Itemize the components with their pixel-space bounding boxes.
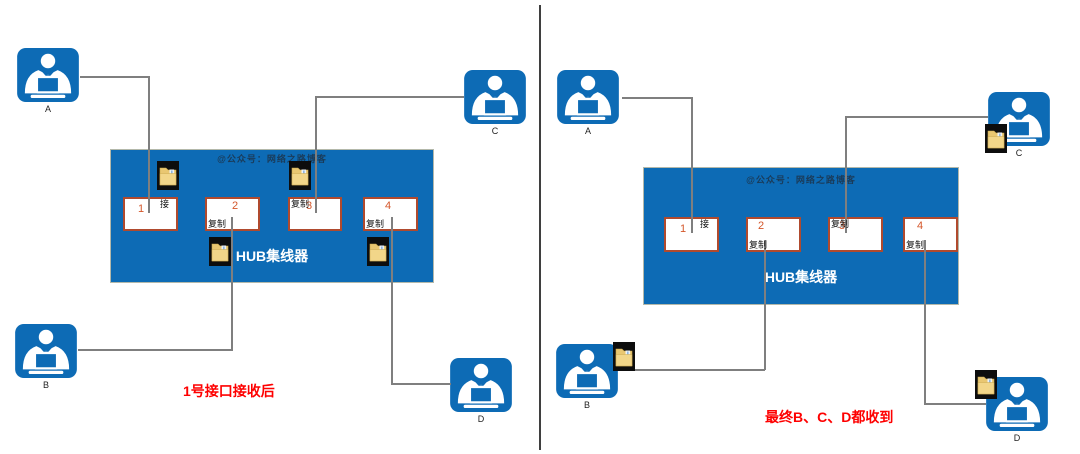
watermark-text: @公众号：网络之路博客: [746, 175, 856, 185]
folder-file-icon: [613, 342, 635, 371]
panel-caption: 1号接口接收后: [183, 383, 275, 399]
connector-b-to-port2: [78, 349, 232, 351]
computer-node-b: B: [15, 324, 77, 390]
port-number: 2: [232, 200, 239, 212]
person-at-laptop-icon: [450, 358, 512, 412]
computer-label: B: [42, 380, 49, 390]
computer-label: C: [1015, 148, 1023, 158]
panel-divider: [539, 5, 541, 450]
person-at-laptop-icon: [17, 48, 79, 102]
computer-node-a: A: [17, 48, 79, 114]
connector-a-to-port1: [148, 76, 150, 213]
computer-node-c: C: [464, 70, 526, 136]
connector-c-to-port3: [845, 116, 847, 233]
port-action-label: 复制: [906, 240, 925, 250]
computer-node-a: A: [557, 70, 619, 136]
hub-port-1: [123, 197, 178, 231]
panel-caption: 最终B、C、D都收到: [765, 409, 894, 425]
port-number: 4: [385, 200, 392, 212]
hub-port-1: [664, 217, 719, 252]
connector-b-to-port2: [764, 240, 766, 370]
port-action-label: 复制: [366, 219, 385, 229]
connector-c-to-port3: [316, 96, 464, 98]
hub-title: HUB集线器: [764, 269, 838, 285]
connector-c-to-port3: [315, 96, 317, 213]
folder-file-icon: [209, 237, 231, 266]
hub-title: HUB集线器: [235, 248, 309, 264]
port-number: 1: [680, 223, 687, 235]
computer-label: B: [583, 400, 590, 410]
computer-label: C: [491, 126, 499, 136]
folder-file-icon: [975, 370, 997, 399]
person-at-laptop-icon: [557, 70, 619, 124]
connector-b-to-port2: [635, 369, 765, 371]
folder-file-icon: [157, 161, 179, 190]
port-number: 2: [758, 220, 765, 232]
computer-node-d: D: [450, 358, 512, 424]
connector-d-to-port4: [924, 403, 986, 405]
port-number: 4: [917, 220, 924, 232]
person-at-laptop-icon: [556, 344, 618, 398]
hub-port-3: [828, 217, 883, 252]
computer-label: A: [584, 126, 591, 136]
port-action-label: 复制: [749, 240, 768, 250]
connector-d-to-port4: [391, 217, 393, 385]
connector-a-to-port1: [622, 97, 692, 99]
port-action-label: 复制: [291, 199, 310, 209]
hub-port-4: [903, 217, 958, 252]
folder-file-icon: [289, 161, 311, 190]
connector-d-to-port4: [924, 240, 926, 405]
port-number: 1: [138, 203, 145, 215]
computer-node-b: B: [556, 344, 618, 410]
port-number: 3: [839, 220, 846, 232]
port-number: 3: [306, 200, 313, 212]
connector-b-to-port2: [231, 217, 233, 351]
folder-file-icon: [367, 237, 389, 266]
computer-label: D: [477, 414, 485, 424]
computer-label: D: [1013, 433, 1021, 443]
computer-node-d: D: [986, 377, 1048, 443]
port-action-label: 复制: [831, 219, 850, 229]
computer-node-c: C: [988, 92, 1050, 158]
hub-port-4: [363, 197, 418, 231]
port-action-label: 接: [700, 219, 710, 229]
person-at-laptop-icon: [464, 70, 526, 124]
hub-port-2: [746, 217, 801, 252]
watermark-text: @公众号：网络之路博客: [217, 154, 327, 164]
connector-d-to-port4: [391, 383, 451, 385]
connector-a-to-port1: [80, 76, 150, 78]
connector-c-to-port3: [846, 116, 988, 118]
computer-label: A: [44, 104, 51, 114]
person-at-laptop-icon: [15, 324, 77, 378]
port-action-label: 接: [160, 199, 170, 209]
folder-file-icon: [985, 124, 1007, 153]
connector-a-to-port1: [691, 97, 693, 233]
port-action-label: 复制: [208, 219, 227, 229]
